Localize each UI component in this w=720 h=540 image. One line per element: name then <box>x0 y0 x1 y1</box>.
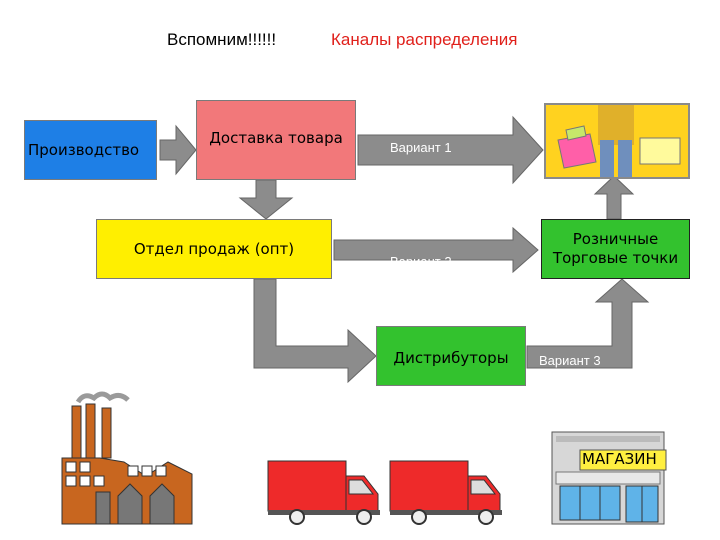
label-variant-2: Вариант 2 <box>390 254 452 269</box>
arrow-variant-3 <box>526 278 650 369</box>
label-variant-1: Вариант 1 <box>390 140 452 155</box>
factory-icon <box>61 391 193 525</box>
box-retail: Розничные Торговые точки <box>541 219 690 279</box>
retail-line-2: Торговые точки <box>552 249 679 267</box>
shoppers-photo <box>544 103 690 179</box>
arrow-retail-to-shoppers <box>593 175 635 220</box>
truck-icon-2 <box>389 460 502 525</box>
arrow-delivery-to-sales <box>238 179 294 220</box>
truck-icon-1 <box>267 460 380 525</box>
arrow-sales-to-distributors <box>253 278 377 384</box>
remember-heading: Вспомним!!!!!! <box>167 30 277 49</box>
arrow-production-to-delivery <box>159 124 197 176</box>
arrow-variant-1 <box>357 115 544 185</box>
page-title: Каналы распределения <box>331 30 518 49</box>
retail-line-1: Розничные <box>572 230 659 248</box>
arrow-variant-2 <box>333 226 539 274</box>
store-icon <box>551 431 667 525</box>
box-sales-department: Отдел продаж (опт) <box>96 219 332 279</box>
shoppers-photo-icon <box>546 105 688 177</box>
box-production: Производство <box>24 120 157 180</box>
store-sign-text: МАГАЗИН <box>582 450 657 468</box>
label-variant-3: Вариант 3 <box>539 353 601 368</box>
box-distributors: Дистрибуторы <box>376 326 526 386</box>
box-delivery: Доставка товара <box>196 100 356 180</box>
